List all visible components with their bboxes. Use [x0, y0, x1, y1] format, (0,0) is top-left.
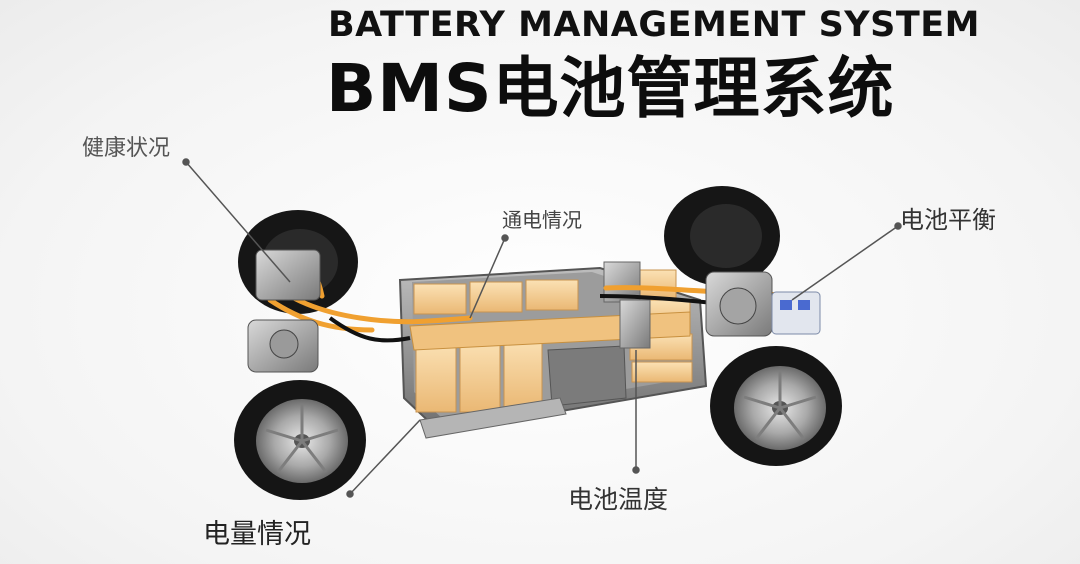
callout-temperature: 电池温度	[568, 485, 669, 514]
battery-pack	[398, 261, 708, 439]
callout-balance: 电池平衡	[900, 206, 996, 234]
front-right-wheel	[710, 346, 842, 466]
leader-charge	[346, 419, 421, 498]
front-motor-unit	[705, 271, 821, 337]
leader-health	[182, 158, 291, 283]
leader-balance	[791, 222, 902, 301]
rear-right-wheel	[664, 186, 780, 286]
leader-temperature	[632, 350, 640, 474]
callout-health: 健康状况	[82, 136, 171, 161]
rear-motor-unit	[247, 249, 321, 373]
callout-current: 通电情况	[502, 208, 582, 232]
front-left-wheel	[234, 380, 366, 500]
title-chinese: BMS电池管理系统	[326, 50, 895, 127]
leader-lines	[182, 158, 902, 498]
title-english: BATTERY MANAGEMENT SYSTEM	[328, 5, 980, 45]
callout-charge: 电量情况	[203, 519, 311, 550]
leader-current	[469, 234, 509, 319]
